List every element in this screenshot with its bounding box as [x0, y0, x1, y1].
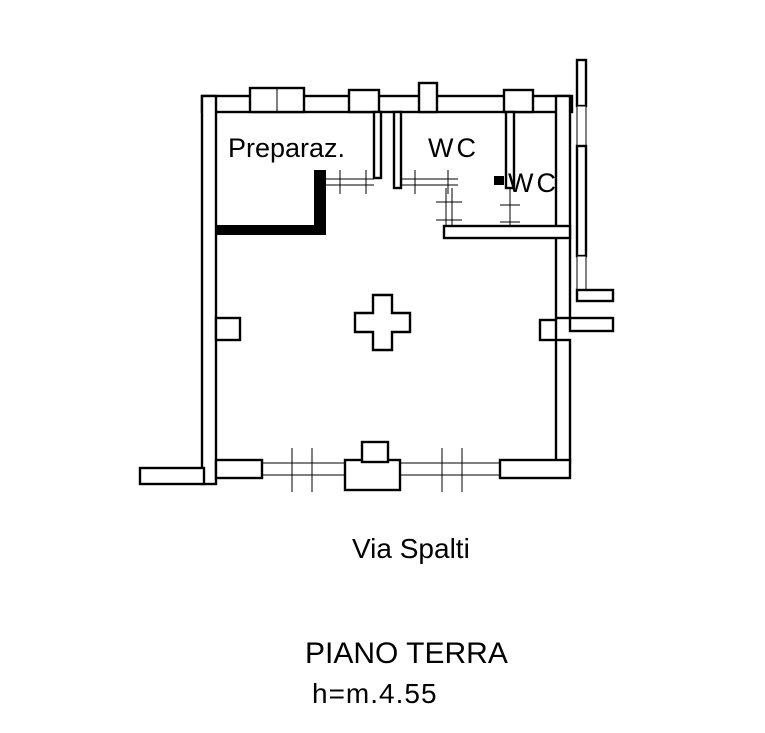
room-label-wc-right: WC — [508, 168, 559, 198]
entrance-recess — [360, 440, 390, 464]
cross-column — [353, 293, 412, 352]
cross-column-shape — [353, 293, 412, 352]
wc-door-jamb-block — [494, 176, 504, 185]
wall-neighbor-bottom-left — [138, 466, 206, 486]
shaft-wall-left — [372, 110, 383, 180]
wc-bottom-wall — [442, 224, 572, 240]
stub-right-window-2 — [576, 255, 587, 293]
pilaster-left — [214, 316, 242, 342]
stub-right-horizontal-1 — [575, 288, 615, 303]
room-label-preparaz: Preparaz. — [228, 133, 345, 163]
stub-right-mid — [575, 144, 588, 258]
stub-right-window-1 — [576, 105, 587, 147]
window-2 — [347, 88, 381, 114]
stub-right-top — [575, 58, 588, 108]
top-windows — [248, 81, 535, 114]
preparaz-bottom-wall — [216, 225, 322, 235]
wall-left — [200, 94, 218, 486]
interior-walls — [216, 110, 572, 240]
height-label: h=m.4.55 — [312, 678, 438, 709]
shaft-wall-right — [392, 110, 403, 190]
window-3 — [417, 81, 439, 114]
window-4 — [502, 88, 535, 114]
street-label: Via Spalti — [352, 533, 470, 564]
entrance-porch — [343, 458, 402, 492]
stub-right-horizontal-2 — [568, 316, 615, 333]
wall-right-upper — [554, 94, 572, 320]
wall-right-lower — [554, 338, 572, 464]
room-label-wc-left: WC — [428, 133, 479, 163]
floor-title: PIANO TERRA — [305, 637, 508, 670]
preparaz-right-wall — [314, 170, 326, 235]
wall-bottom-right — [498, 458, 572, 480]
neighbor-wall-stubs — [568, 58, 615, 333]
pilaster-right — [538, 318, 558, 342]
plan-labels: Preparaz. WC WC Via Spalti PIANO TERRA h… — [228, 133, 559, 709]
door-marks — [262, 170, 520, 492]
wall-bottom-left — [214, 458, 264, 480]
